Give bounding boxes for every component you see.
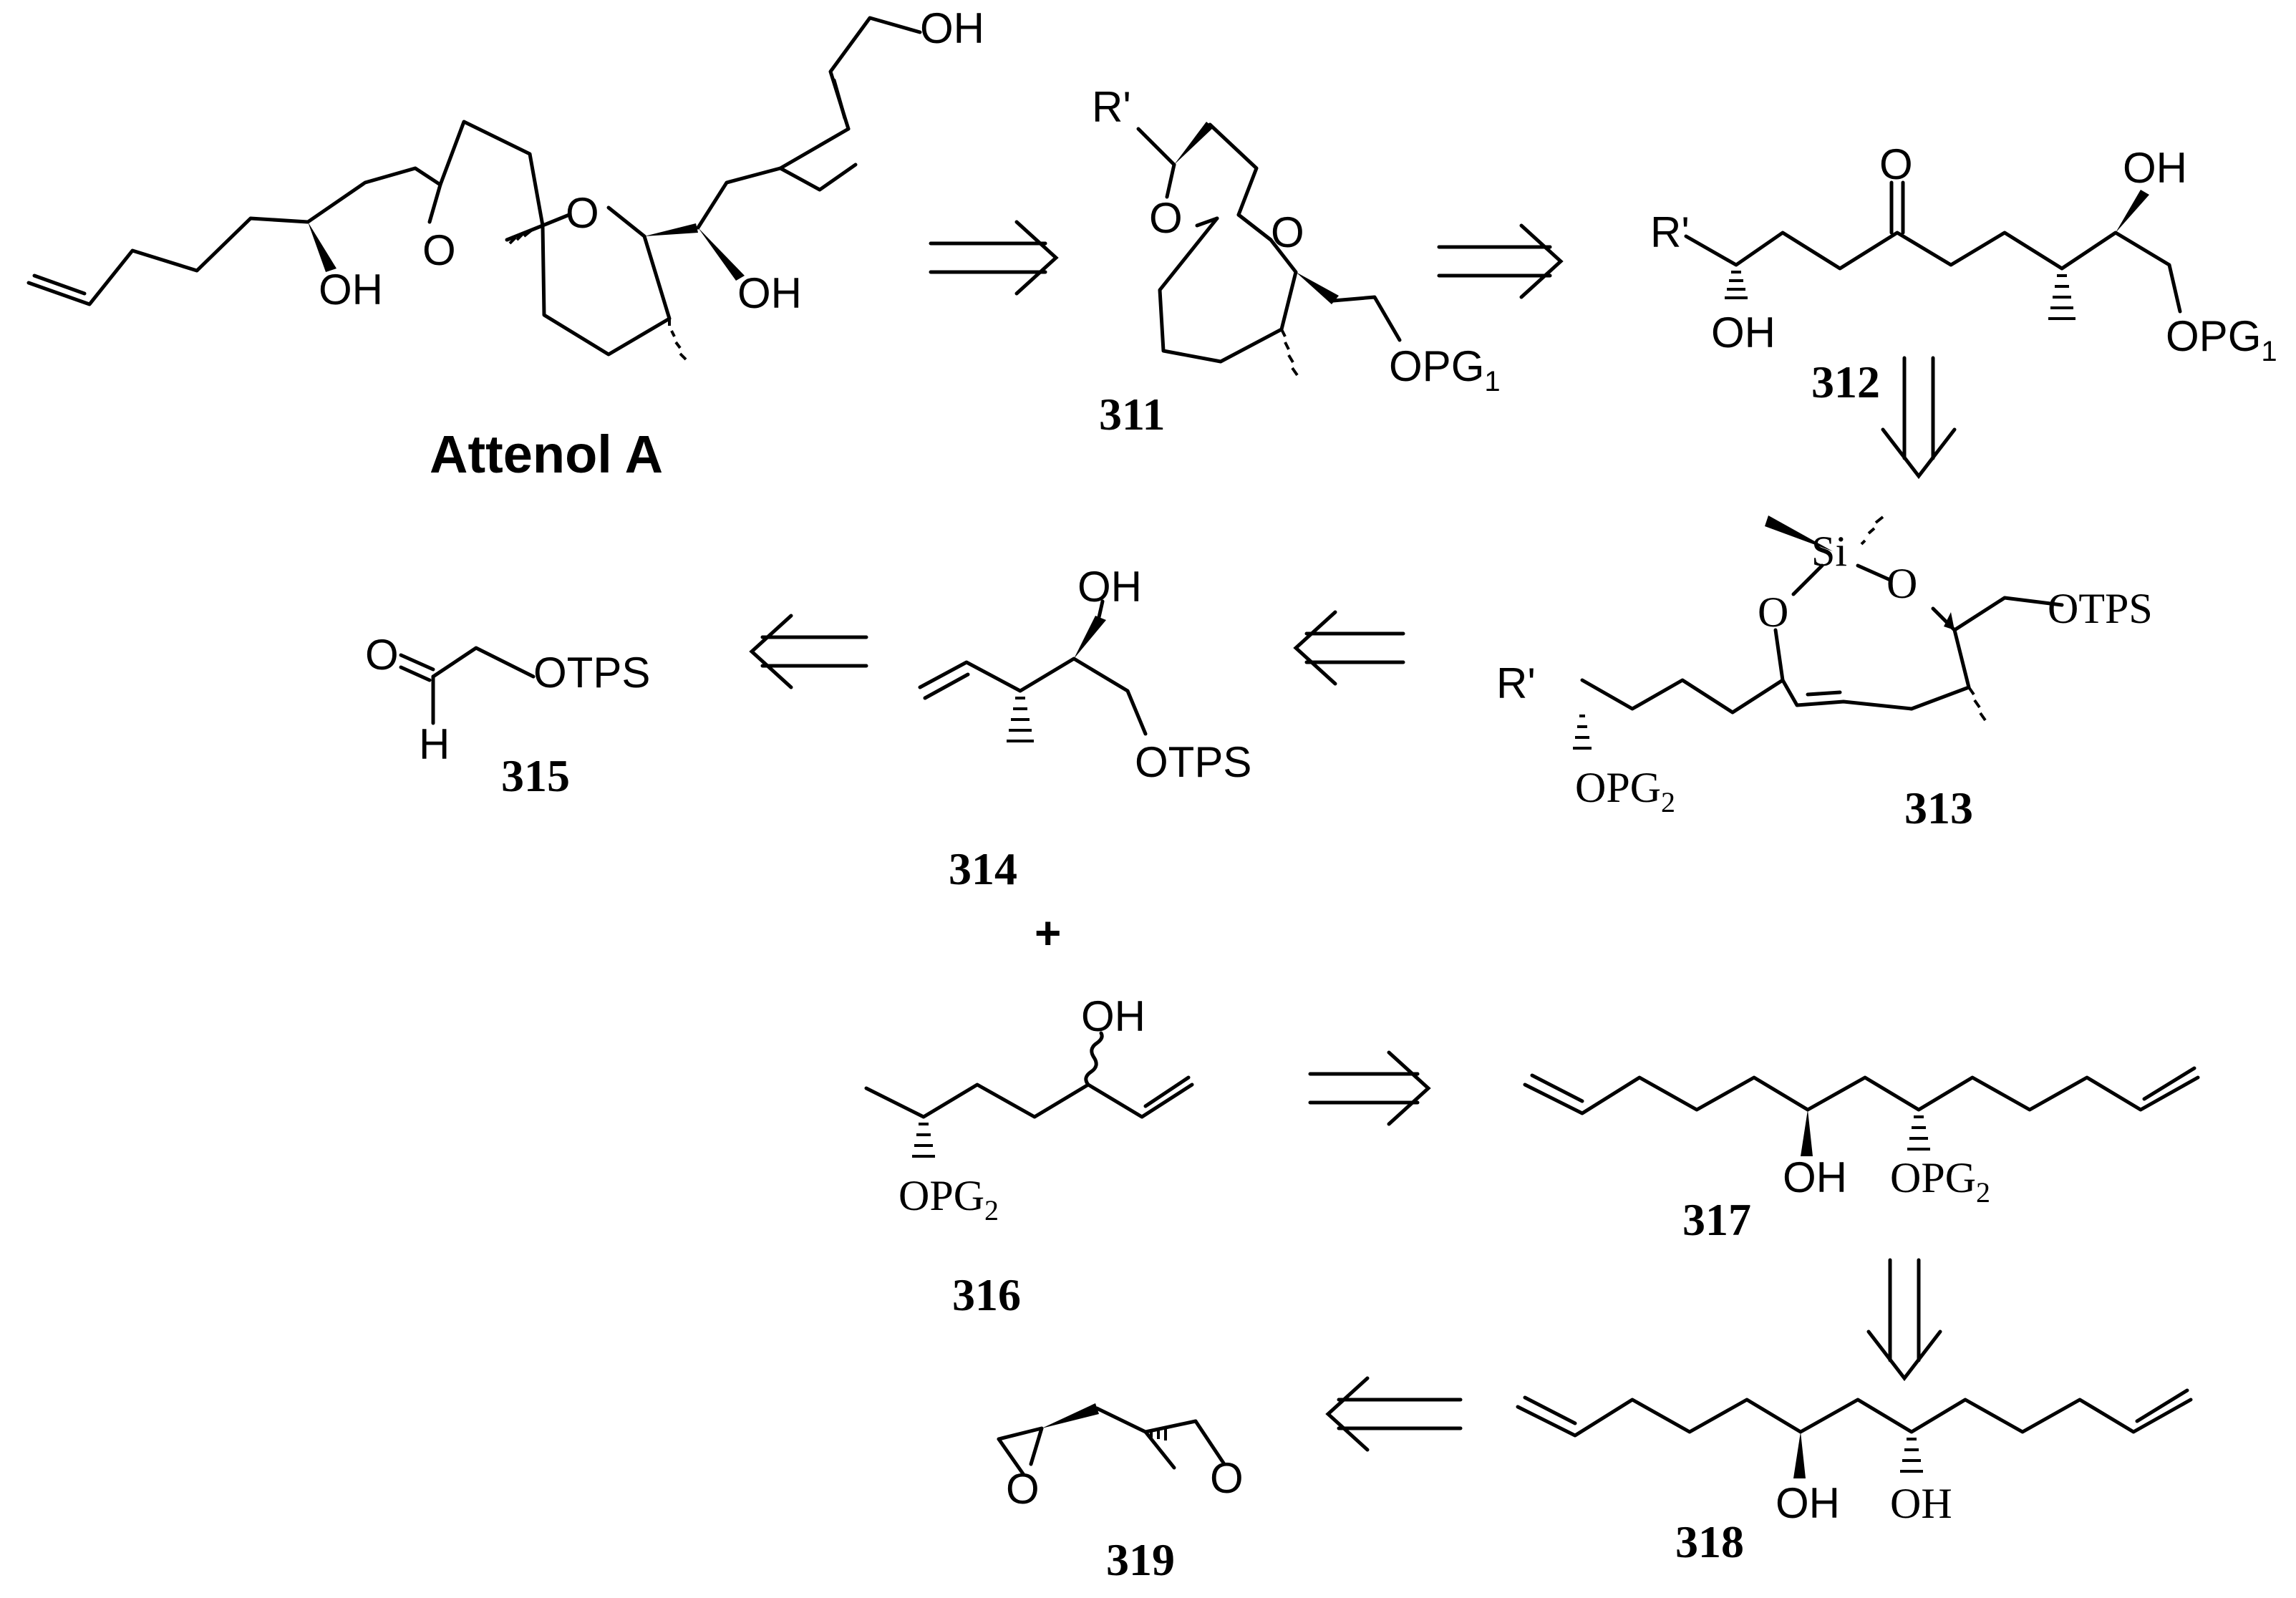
c316-oh: OH	[1081, 992, 1145, 1040]
c311-ring-o-1: O	[1149, 194, 1183, 242]
compound-317-structure: OH OPG2 317	[1523, 1066, 2200, 1245]
c313-otps: OTPS	[2048, 585, 2153, 632]
retro-arrow-7	[1866, 1258, 1942, 1382]
c313-number: 313	[1904, 783, 1973, 833]
c317-opg: OPG2	[1890, 1154, 1990, 1209]
retro-arrow-8	[1325, 1376, 1463, 1452]
c312-r-group: R'	[1650, 208, 1690, 256]
c312-oh-bottom: OH	[1711, 309, 1776, 357]
c312-oh-top: OH	[2123, 144, 2187, 192]
attenol-a-structure: OH O O OH OH Attenol A	[26, 4, 984, 484]
retro-arrow-5	[749, 614, 868, 689]
c318-oh-1: OH	[1776, 1479, 1840, 1527]
c312-carbonyl-o: O	[1879, 140, 1913, 188]
retro-arrow-4	[1293, 610, 1405, 686]
c318-oh-2: OH	[1890, 1480, 1952, 1527]
c311-opg: OPG1	[1389, 342, 1501, 397]
attenol-ring-o-2: O	[566, 189, 599, 237]
c312-opg: OPG1	[2166, 312, 2277, 367]
c313-si: Si	[1811, 528, 1847, 575]
compound-312-structure: R' O OH OH OPG1 312	[1650, 140, 2277, 407]
compound-316-structure: OH OPG2 316	[864, 992, 1194, 1320]
attenol-oh-1: OH	[319, 266, 383, 314]
c315-h: H	[419, 720, 450, 768]
compound-319-structure: O O 319	[997, 1403, 1244, 1585]
attenol-oh-2: OH	[737, 269, 802, 317]
c313-r-group: R'	[1496, 659, 1536, 707]
c319-o-1: O	[1006, 1465, 1040, 1513]
c315-number: 315	[501, 750, 570, 801]
compound-311-structure: R' O O OPG1 311	[1092, 83, 1501, 440]
compound-315-structure: O OTPS H 315	[365, 631, 650, 801]
c318-number: 318	[1675, 1516, 1744, 1567]
retro-arrow-2	[1437, 223, 1564, 299]
attenol-ring-o-1: O	[422, 226, 456, 274]
c319-o-2: O	[1210, 1454, 1244, 1502]
c316-opg: OPG2	[898, 1172, 999, 1226]
compound-313-structure: Si O O OTPS R' OPG2 313	[1496, 515, 2153, 833]
retro-arrow-3	[1881, 356, 1957, 480]
plus-sign: +	[1035, 907, 1061, 959]
c313-o-left: O	[1758, 589, 1788, 636]
c313-opg: OPG2	[1575, 764, 1675, 818]
c317-oh: OH	[1783, 1153, 1847, 1201]
c317-number: 317	[1682, 1194, 1751, 1245]
c315-o: O	[365, 631, 399, 679]
c316-number: 316	[952, 1269, 1021, 1320]
retro-arrow-1	[929, 220, 1059, 296]
c314-oh: OH	[1077, 563, 1142, 611]
c312-number: 312	[1811, 357, 1880, 407]
retro-arrow-6	[1308, 1050, 1431, 1126]
attenol-oh-3: OH	[920, 4, 984, 52]
c314-otps: OTPS	[1135, 738, 1251, 786]
c311-number: 311	[1099, 389, 1165, 440]
c311-ring-o-2: O	[1271, 208, 1304, 256]
c315-otps: OTPS	[533, 649, 650, 697]
c313-o-right: O	[1886, 560, 1917, 607]
attenol-a-name: Attenol A	[430, 425, 663, 484]
c319-number: 319	[1106, 1534, 1175, 1585]
c311-r-group: R'	[1092, 83, 1131, 131]
compound-318-structure: OH OH 318	[1516, 1388, 2193, 1567]
c314-number: 314	[949, 843, 1017, 894]
compound-314-structure: OH OTPS 314	[918, 563, 1251, 894]
